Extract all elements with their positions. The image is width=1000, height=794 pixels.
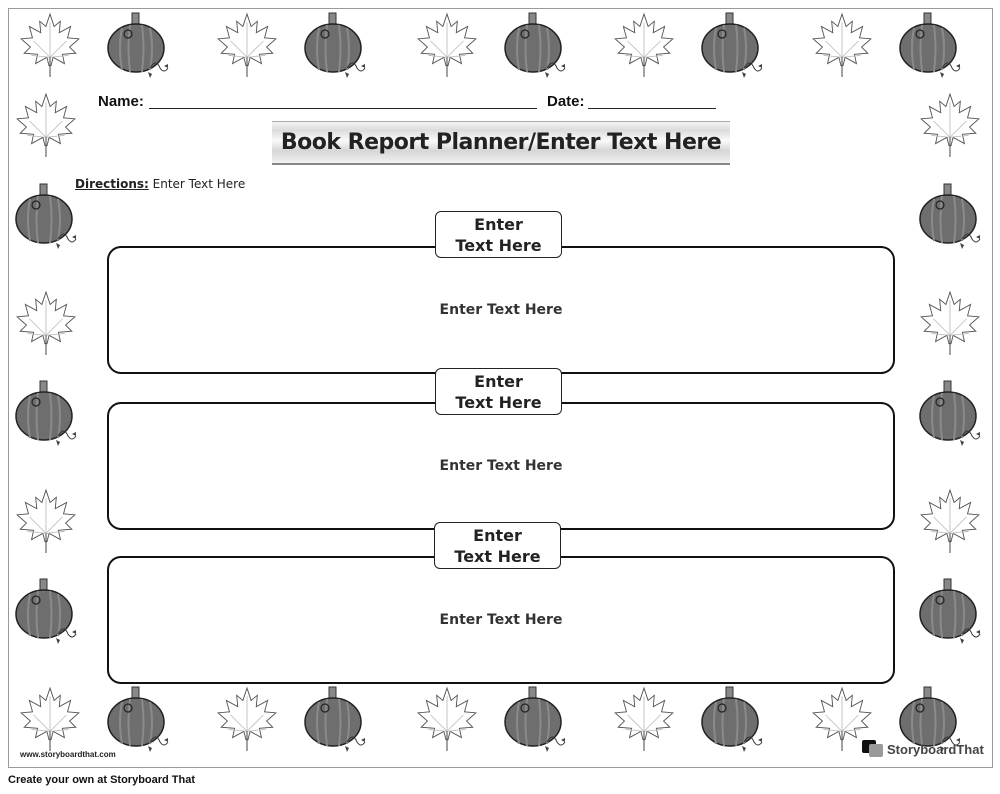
pumpkin-icon [918,183,982,249]
maple-leaf-icon [215,12,279,78]
section-box-2[interactable]: Enter Text Here [107,402,895,530]
maple-leaf-icon [612,12,676,78]
maple-leaf-icon [14,290,78,356]
pumpkin-icon [898,12,962,78]
maple-leaf-icon [18,686,82,752]
storyboardthat-logo[interactable]: StoryboardThat [862,740,984,758]
directions: Directions: Enter Text Here [75,177,245,191]
watermark: www.storyboardthat.com [20,750,116,759]
maple-leaf-icon [810,12,874,78]
section-box-3[interactable]: Enter Text Here [107,556,895,684]
maple-leaf-icon [18,12,82,78]
title-banner: Book Report Planner/Enter Text Here [272,121,730,165]
page-title[interactable]: Book Report Planner/Enter Text Here [280,130,722,155]
directions-label: Directions: [75,177,149,191]
pumpkin-icon [503,686,567,752]
maple-leaf-icon [918,92,982,158]
pumpkin-icon [700,12,764,78]
pumpkin-icon [503,12,567,78]
name-field[interactable] [149,92,537,109]
pumpkin-icon [700,686,764,752]
pumpkin-icon [106,12,170,78]
maple-leaf-icon [918,488,982,554]
section-box-1[interactable]: Enter Text Here [107,246,895,374]
section-heading-text: Enter Text Here [455,214,542,255]
maple-leaf-icon [612,686,676,752]
logo-text: StoryboardThat [887,741,984,757]
pumpkin-icon [918,578,982,644]
speech-bubble-icon [862,740,883,757]
maple-leaf-icon [415,12,479,78]
pumpkin-icon [106,686,170,752]
section-heading-2[interactable]: Enter Text Here [435,368,562,415]
footer-text[interactable]: Create your own at Storyboard That [8,774,196,786]
maple-leaf-icon [215,686,279,752]
pumpkin-icon [14,578,78,644]
section-body-text: Enter Text Here [439,302,563,318]
maple-leaf-icon [918,290,982,356]
name-label: Name: [98,93,144,110]
maple-leaf-icon [415,686,479,752]
section-heading-text: Enter Text Here [454,525,541,566]
maple-leaf-icon [14,488,78,554]
date-label: Date: [547,93,585,110]
pumpkin-icon [14,183,78,249]
section-heading-text: Enter Text Here [455,371,542,412]
section-body-text: Enter Text Here [439,458,563,474]
pumpkin-icon [918,380,982,446]
directions-text[interactable]: Enter Text Here [148,177,246,191]
section-heading-3[interactable]: Enter Text Here [434,522,561,569]
pumpkin-icon [303,686,367,752]
section-heading-1[interactable]: Enter Text Here [435,211,562,258]
date-field[interactable] [588,92,716,109]
maple-leaf-icon [14,92,78,158]
section-body-text: Enter Text Here [439,612,563,628]
pumpkin-icon [14,380,78,446]
pumpkin-icon [303,12,367,78]
